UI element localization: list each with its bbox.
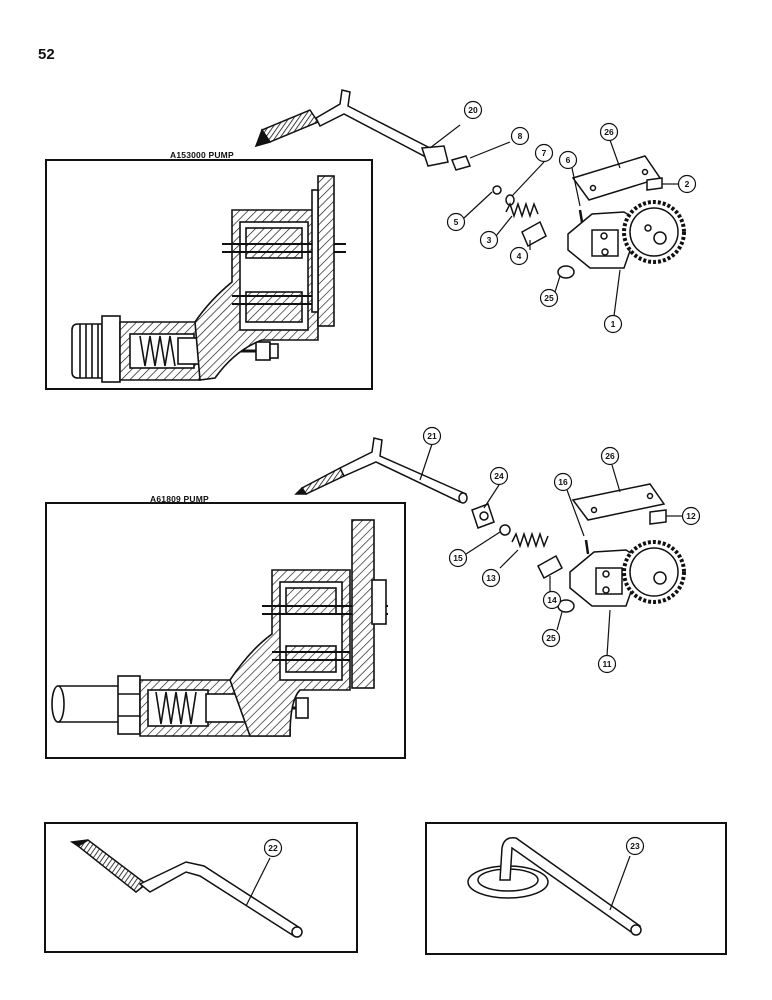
callout-14-text: 14 bbox=[547, 595, 557, 605]
callout-22 bbox=[263, 838, 283, 858]
crank-22-frame bbox=[44, 822, 358, 953]
callout-13-text: 13 bbox=[486, 573, 496, 583]
callout-25b-text: 25 bbox=[546, 633, 556, 643]
callout-15 bbox=[448, 548, 468, 568]
callout-21-text: 21 bbox=[427, 431, 437, 441]
callouts bbox=[245, 100, 701, 911]
callout-26a-text: 26 bbox=[604, 127, 614, 137]
callout-25a bbox=[539, 288, 559, 308]
callout-6 bbox=[558, 150, 578, 170]
callout-25b bbox=[541, 628, 561, 648]
callout-3-text: 3 bbox=[487, 235, 492, 245]
callout-11-text: 11 bbox=[603, 659, 612, 669]
callout-1 bbox=[603, 314, 623, 334]
callout-24 bbox=[489, 466, 509, 486]
callout-13 bbox=[481, 568, 501, 588]
callout-21 bbox=[422, 426, 442, 446]
callout-3 bbox=[479, 230, 499, 250]
page-number: 52 bbox=[38, 46, 55, 63]
callout-12 bbox=[681, 506, 701, 526]
callout-16-text: 16 bbox=[558, 477, 568, 487]
callout-8-text: 8 bbox=[518, 131, 523, 141]
crank-handle-20 bbox=[254, 89, 449, 167]
callout-26b bbox=[600, 446, 620, 466]
callout-22-text: 22 bbox=[268, 843, 278, 853]
callout-14 bbox=[542, 590, 562, 610]
callout-20 bbox=[463, 100, 483, 120]
callout-26a bbox=[599, 122, 619, 142]
callout-5-text: 5 bbox=[454, 217, 459, 227]
callout-25a-text: 25 bbox=[544, 293, 554, 303]
callout-8 bbox=[510, 126, 530, 146]
callout-16 bbox=[553, 472, 573, 492]
callout-1-text: 1 bbox=[611, 319, 616, 329]
callout-12-text: 12 bbox=[686, 511, 696, 521]
top-pump-label: A153000 PUMP bbox=[170, 150, 234, 160]
crank-handle-23 bbox=[467, 836, 642, 936]
callout-23 bbox=[625, 836, 645, 856]
bottom-exploded-parts bbox=[294, 437, 686, 613]
callout-5 bbox=[446, 212, 466, 232]
callout-2-text: 2 bbox=[685, 179, 690, 189]
bottom-pump-cross-section bbox=[51, 519, 388, 737]
top-exploded-parts bbox=[254, 89, 686, 279]
callout-26b-text: 26 bbox=[605, 451, 615, 461]
callout-4-text: 4 bbox=[517, 251, 522, 261]
callout-24-text: 24 bbox=[494, 471, 504, 481]
callout-11 bbox=[597, 654, 617, 674]
top-pump-cross-section bbox=[71, 175, 346, 383]
callout-23-text: 23 bbox=[630, 841, 640, 851]
callout-7 bbox=[534, 143, 554, 163]
bottom-pump-label: A61809 PUMP bbox=[150, 494, 209, 504]
crank-handle-22 bbox=[69, 839, 303, 938]
callout-6-text: 6 bbox=[566, 155, 571, 165]
callout-20-text: 20 bbox=[468, 105, 478, 115]
callout-4 bbox=[509, 246, 529, 266]
crank-handle-21 bbox=[294, 437, 468, 504]
callout-2 bbox=[677, 174, 697, 194]
callout-7-text: 7 bbox=[542, 148, 547, 158]
callout-15-text: 15 bbox=[453, 553, 463, 563]
